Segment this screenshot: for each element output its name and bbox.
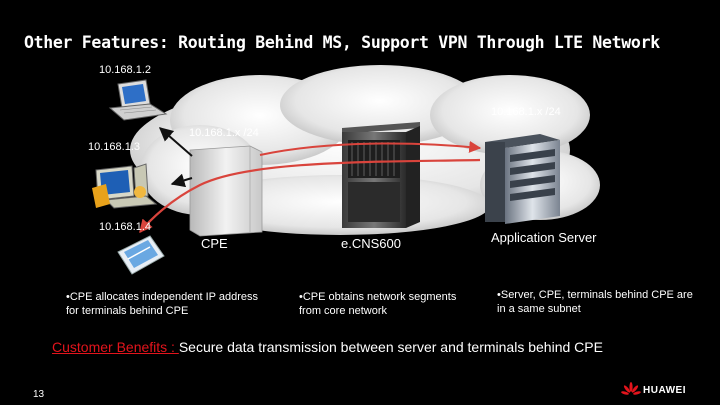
customer-benefits: Customer Benefits : Secure data transmis… xyxy=(52,338,702,356)
huawei-logo: HUAWEI xyxy=(622,383,712,399)
flow-server-to-terminal xyxy=(139,158,481,234)
cpe-label: CPE xyxy=(201,236,228,251)
server-note: •Server, CPE, terminals behind CPE are i… xyxy=(497,289,693,315)
terminal-ip-desktop: 10.168.1.3 xyxy=(88,141,140,153)
application-server-icon xyxy=(485,134,560,224)
vpn-data-flows xyxy=(139,140,482,234)
terminal-ip-tablet: 10.168.1.4 xyxy=(99,221,151,233)
benefits-text: Secure data transmission between server … xyxy=(178,339,603,355)
server-subnet-label: 10.168.1.x /24 xyxy=(491,106,561,118)
link-cpe-to-laptop xyxy=(158,127,193,157)
cpe-subnet-label: 10.168.1.x /24 xyxy=(189,127,259,139)
cpe-to-terminal-links xyxy=(158,127,193,188)
benefits-header: Customer Benefits : xyxy=(52,339,179,355)
slide-title: Other Features: Routing Behind MS, Suppo… xyxy=(24,33,660,52)
ecns600-cabinet-icon xyxy=(342,122,420,228)
cpe-note: •CPE allocates independent IP address fo… xyxy=(66,291,258,317)
terminal-ip-laptop: 10.168.1.2 xyxy=(99,64,151,76)
laptop-icon xyxy=(108,79,168,121)
tablet-device-icon xyxy=(117,235,165,275)
huawei-logo-icon xyxy=(621,382,641,395)
ecns600-label: e.CNS600 xyxy=(341,236,401,251)
ecns600-note: •CPE obtains network segments from core … xyxy=(299,291,457,317)
page-number: 13 xyxy=(33,389,45,400)
logo-text: HUAWEI xyxy=(643,385,686,396)
desktop-computer-icon xyxy=(92,163,158,209)
cpe-device-icon xyxy=(189,145,263,237)
application-server-label: Application Server xyxy=(491,230,597,245)
link-cpe-to-desktop xyxy=(170,173,193,188)
flow-cpe-to-server xyxy=(259,140,482,156)
